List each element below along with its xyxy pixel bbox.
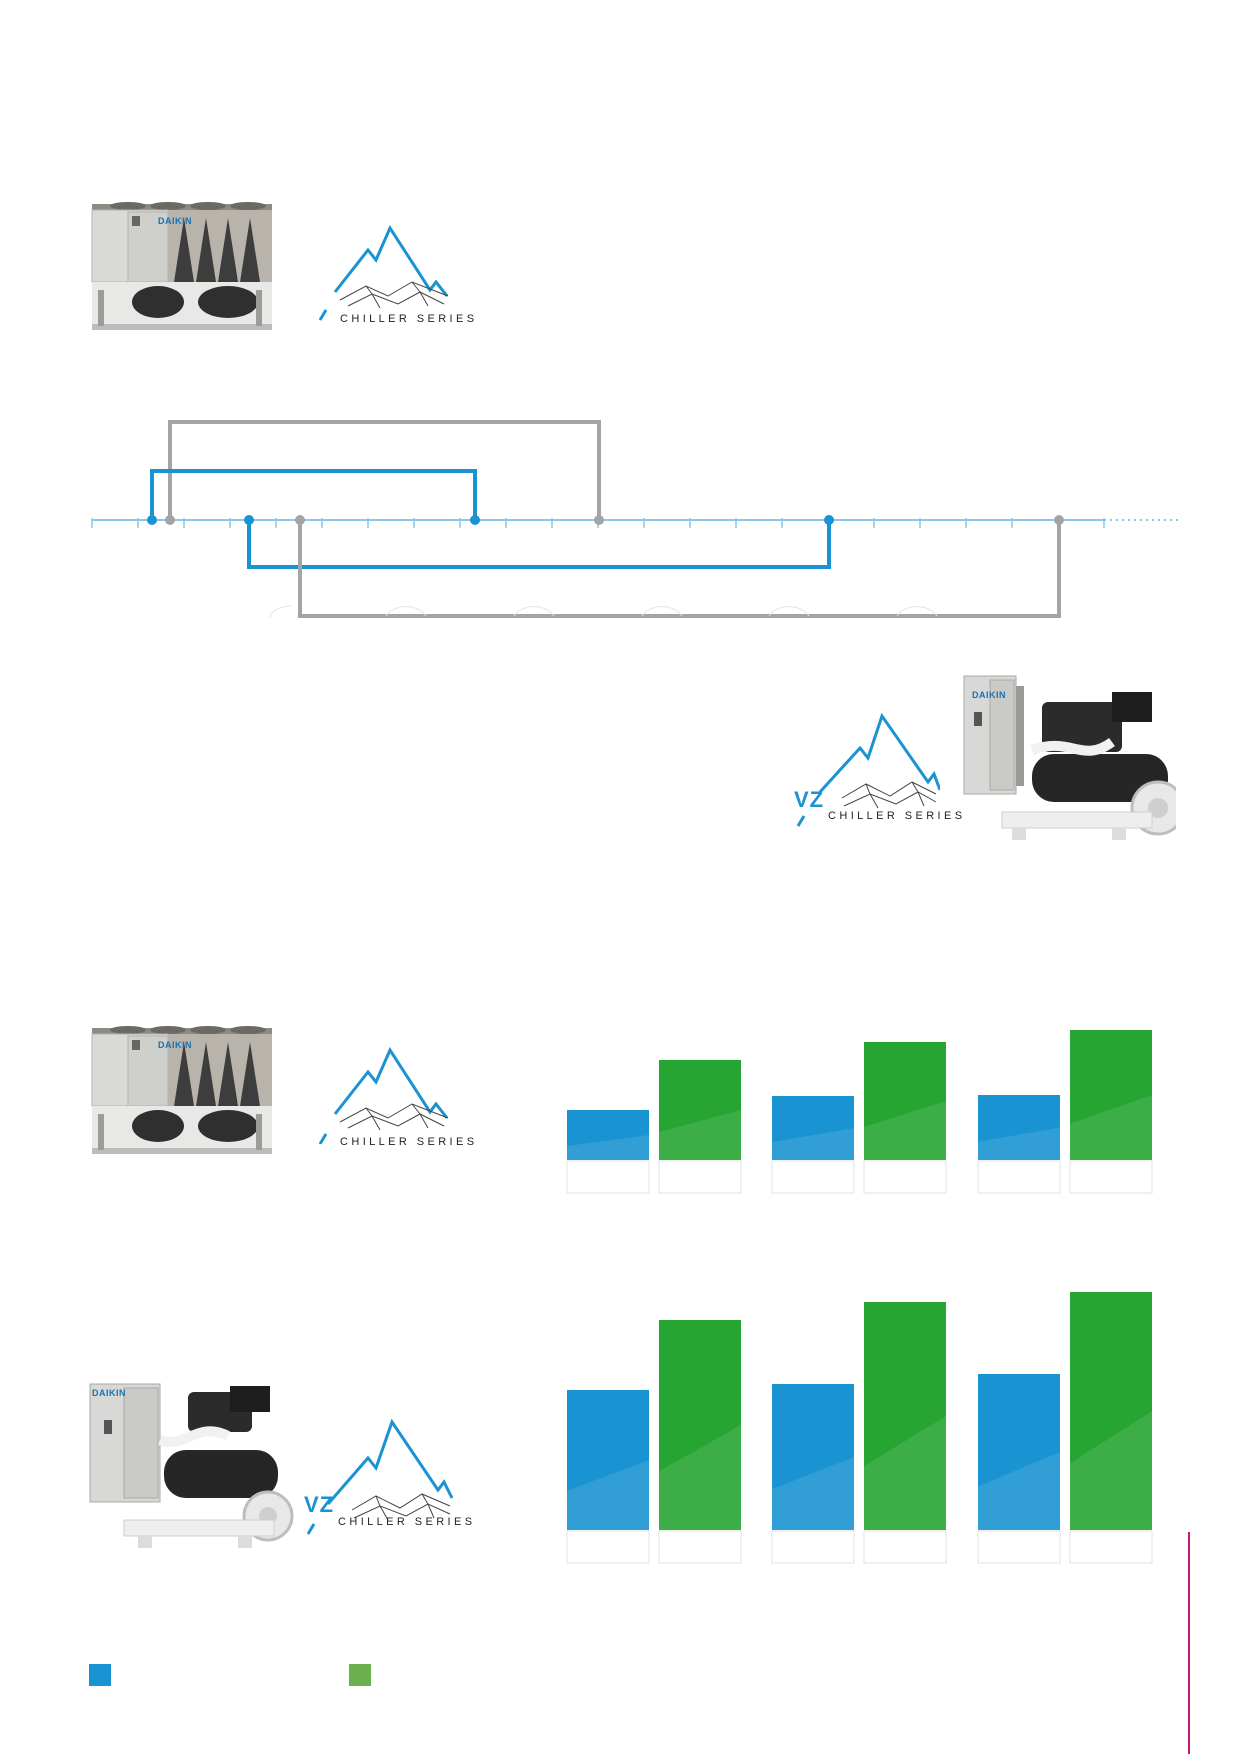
timeline-axis	[91, 518, 1180, 528]
vz-label-mid: VZ	[794, 787, 825, 812]
range-bracket-blue-bottom	[247, 520, 831, 569]
mountain-logo-icon-bottom	[318, 1046, 449, 1144]
bar-green-3	[1070, 1292, 1152, 1530]
bar-sheen-0-2	[772, 1457, 854, 1530]
air-cooled-chiller-image-bottom	[91, 1026, 272, 1154]
bar-sheen-0-2	[772, 1128, 854, 1160]
bar-sheen-0-1	[567, 1460, 649, 1530]
bar-label-box-0-2	[771, 1530, 855, 1564]
bar-sheen-1-3	[1070, 1095, 1152, 1160]
bar-sheen-1-2	[864, 1101, 946, 1160]
bar-sheen-1-2	[864, 1416, 946, 1530]
range-timeline-diagram	[91, 420, 1180, 619]
range-bracket-grey-bottom	[298, 520, 1061, 618]
bar-label-box-1-1	[658, 1160, 742, 1194]
bar-sheen-0-1	[567, 1135, 649, 1160]
bar-green-2	[864, 1042, 946, 1160]
bar-chart-bottom	[566, 1292, 1153, 1564]
bar-green-2	[864, 1302, 946, 1530]
bar-label-box-0-1	[566, 1530, 650, 1564]
bar-blue-3	[978, 1095, 1060, 1160]
bar-label-box-1-3	[1069, 1530, 1153, 1564]
vz-logo-icon-bottom	[306, 1418, 454, 1535]
bar-label-box-0-2	[771, 1160, 855, 1194]
bar-label-box-0-3	[977, 1160, 1061, 1194]
bar-label-box-1-3	[1069, 1160, 1153, 1194]
legend-swatch-blue	[89, 1664, 111, 1686]
bar-blue-1	[567, 1390, 649, 1530]
bar-label-box-1-1	[658, 1530, 742, 1564]
water-cooled-chiller-image-bottom	[89, 1383, 294, 1548]
bar-sheen-0-3	[978, 1452, 1060, 1530]
vz-label-bottom: VZ	[304, 1492, 335, 1517]
bar-sheen-1-1	[659, 1110, 741, 1160]
brand-plate-mid: DAIKIN	[972, 690, 1006, 700]
logo-series-label-bottom-vz: CHILLER SERIES	[338, 1516, 476, 1528]
bar-blue-2	[772, 1384, 854, 1530]
bar-blue-3	[978, 1374, 1060, 1530]
brand-plate-top: DAIKIN	[158, 216, 192, 226]
water-cooled-chiller-image-mid	[963, 675, 1176, 840]
bar-chart-top	[566, 1030, 1153, 1194]
vz-logo-icon-mid	[796, 712, 940, 827]
bar-green-1	[659, 1060, 741, 1160]
bar-label-box-0-3	[977, 1530, 1061, 1564]
air-cooled-chiller-image-top	[91, 202, 272, 330]
legend-swatch-green	[349, 1664, 371, 1686]
bar-label-box-1-2	[863, 1530, 947, 1564]
bar-sheen-1-1	[659, 1425, 741, 1530]
bar-blue-1	[567, 1110, 649, 1160]
bar-sheen-1-3	[1070, 1411, 1152, 1530]
bar-label-box-1-2	[863, 1160, 947, 1194]
bar-sheen-0-3	[978, 1127, 1060, 1160]
logo-series-label-bottom: CHILLER SERIES	[340, 1136, 478, 1148]
logo-series-label-top: CHILLER SERIES	[340, 313, 478, 325]
brand-plate-bottom-air: DAIKIN	[158, 1040, 192, 1050]
mountain-logo-icon	[318, 224, 449, 321]
logo-series-label-mid: CHILLER SERIES	[828, 810, 966, 822]
bar-label-box-0-1	[566, 1160, 650, 1194]
bar-blue-2	[772, 1096, 854, 1160]
bar-green-3	[1070, 1030, 1152, 1160]
range-bracket-blue-top	[150, 469, 477, 520]
page-accent-rule	[1188, 1532, 1190, 1754]
brand-plate-bottom-water: DAIKIN	[92, 1388, 126, 1398]
bar-green-1	[659, 1320, 741, 1530]
